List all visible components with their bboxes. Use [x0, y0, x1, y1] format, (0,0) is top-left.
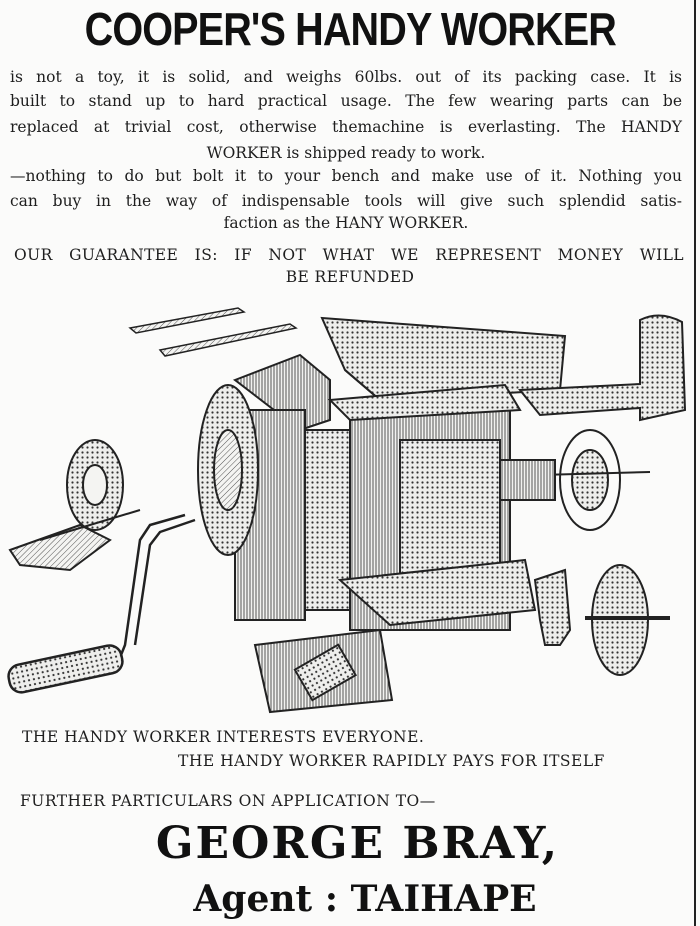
description-line-3: replaced at trivial cost, otherwise them…	[10, 118, 682, 136]
description-line-4: WORKER is shipped ready to work.	[206, 144, 486, 162]
gear-wheel-icon	[197, 384, 259, 556]
slogan-interests: THE HANDY WORKER INTERESTS EVERYONE.	[22, 728, 425, 746]
drill-bit-icon	[128, 307, 298, 357]
headline: COOPER'S HANDY WORKER	[84, 3, 617, 55]
slogan-pays: THE HANDY WORKER RAPIDLY PAYS FOR ITSELF	[178, 752, 605, 770]
handwheel-icon	[499, 429, 651, 531]
polishing-wheel-icon	[585, 564, 670, 676]
further-particulars: FURTHER PARTICULARS ON APPLICATION TO—	[20, 792, 436, 810]
agent-line: Agent : TAIHAPE	[0, 878, 700, 920]
vise-jaw-icon	[320, 316, 567, 403]
table-bracket-icon	[517, 314, 687, 422]
description-line-6: can buy in the way of indispensable tool…	[10, 192, 682, 210]
guarantee-line-2: BE REFUNDED	[285, 268, 415, 286]
machine-illustration	[7, 307, 687, 714]
agent-town: TAIHAPE	[350, 878, 537, 920]
grinding-wheel-icon	[8, 439, 141, 572]
description-line-7: faction as the HANY WORKER.	[223, 214, 469, 232]
column-rule	[694, 0, 696, 926]
description-line-5: —nothing to do but bolt it to your bench…	[10, 167, 682, 185]
machine-body-icon	[232, 353, 537, 631]
description-line-1: is not a toy, it is solid, and weighs 60…	[10, 68, 682, 86]
bracket-icon	[533, 568, 572, 646]
description-line-2: built to stand up to hard practical usag…	[10, 92, 682, 110]
agent-label: Agent :	[193, 878, 339, 920]
base-box-icon	[253, 628, 394, 714]
guarantee-line-1: OUR GUARANTEE IS: IF NOT WHAT WE REPRESE…	[14, 246, 684, 264]
agent-name: GEORGE BRAY,	[155, 818, 560, 869]
crank-handle-icon	[7, 513, 196, 694]
